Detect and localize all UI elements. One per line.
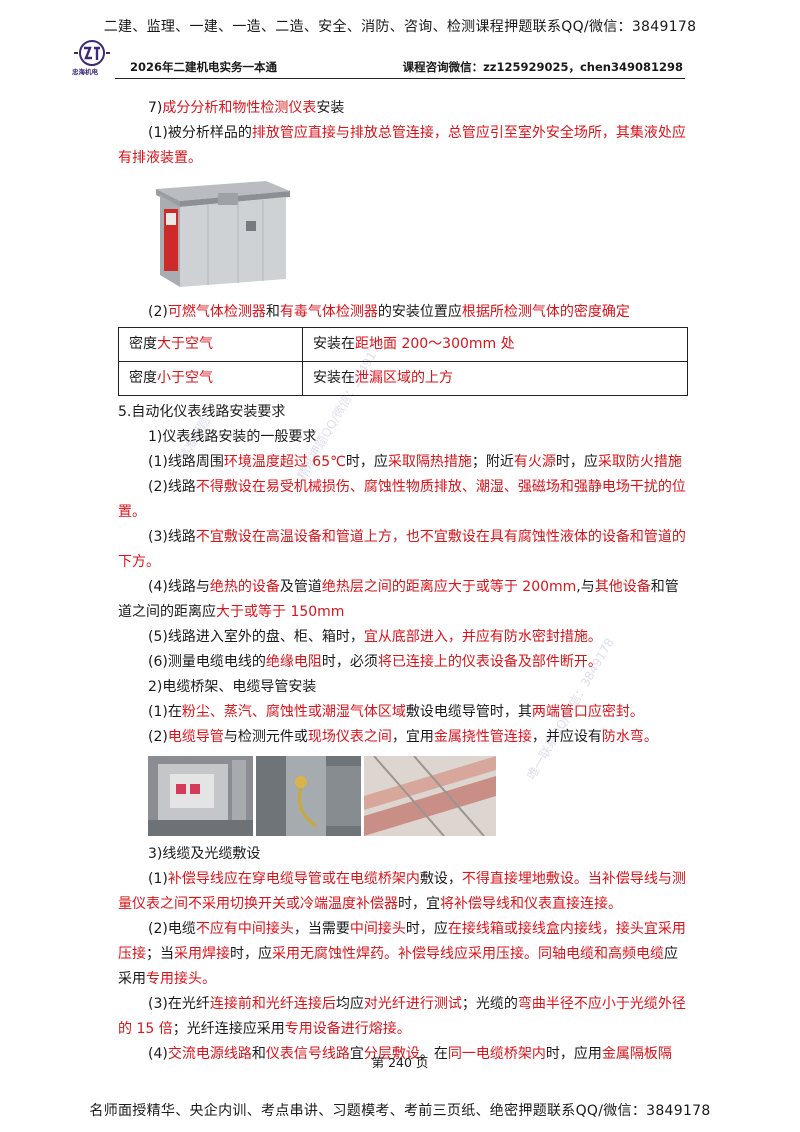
logo-text: 忠海机电 [72, 68, 98, 76]
table-row: 密度大于空气 安装在距地面 200～300mm 处 [118, 327, 688, 362]
table-row: 密度小于空气 安装在泄漏区域的上方 [118, 361, 688, 396]
conduit-photos [148, 756, 688, 836]
top-banner: 二建、监理、一建、一造、二造、安全、消防、咨询、检测课程押题联系QQ/微信：38… [103, 19, 697, 35]
paragraph: (3)在光纤连接前和光纤连接后均应对光纤进行测试；光缆的弯曲半径不应小于光缆外径… [118, 996, 686, 1037]
flexible-conduit-photo [256, 756, 361, 836]
cable-tray-photo [364, 756, 496, 836]
paragraph: (1)在粉尘、蒸汽、腐蚀性或潮湿气体区域敷设电缆导管时，其两端管口应密封。 [148, 704, 644, 720]
table-cell: 安装在泄漏区域的上方 [302, 361, 688, 396]
header-contact: 课程咨询微信：zz125929025，chen349081298 [402, 60, 683, 74]
paragraph: (4)交流电源线路和仪表信号线路宜分层敷设。在同一电缆桥架内时，应用金属隔板隔 [148, 1046, 672, 1062]
paragraph: (2)电缆导管与检测元件或现场仪表之间，宜用金属挠性管连接，并应设有防水弯。 [148, 729, 658, 745]
section-7-heading: 7)成分分析和物性检测仪表安装 [148, 100, 345, 116]
analyzer-house-image [148, 175, 688, 295]
paragraph: (1)线路周围环境温度超过 65℃时，应采取隔热措施；附近有火源时，应采取防火措… [148, 454, 682, 470]
section-5-heading: 5.自动化仪表线路安装要求 [118, 404, 286, 420]
paragraph: (2)线路不得敷设在易受机械损伤、腐蚀性物质排放、潮湿、强磁场和强静电场干扰的位… [118, 479, 686, 520]
paragraph: (4)线路与绝热的设备及管道绝热层之间的距离应大于或等于 200mm,与其他设备… [118, 579, 679, 620]
subsection-heading: 1)仪表线路安装的一般要求 [148, 429, 317, 445]
logo-emblem-icon [74, 40, 110, 66]
table-cell: 密度大于空气 [118, 327, 303, 362]
paragraph: (3)线路不宜敷设在高温设备和管道上方，也不宜敷设在具有腐蚀性液体的设备和管道的… [118, 529, 686, 570]
paragraph: (5)线路进入室外的盘、柜、箱时，宜从底部进入，并应有防水密封措施。 [148, 629, 602, 645]
table-cell: 密度小于空气 [118, 361, 303, 396]
paragraph: (1)补偿导线应在穿电缆导管或在电缆桥架内敷设，不得直接埋地敷设。当补偿导线与测… [118, 871, 686, 912]
paragraph: (1)被分析样品的排放管应直接与排放总管连接，总管应引至室外安全场所，其集液处应… [118, 125, 686, 166]
subsection-heading: 2)电缆桥架、电缆导管安装 [148, 679, 317, 695]
gas-detector-table: 密度大于空气 安装在距地面 200～300mm 处 密度小于空气 安装在泄漏区域… [118, 327, 688, 396]
header-title: 2026年二建机电实务一本通 [130, 60, 278, 74]
table-cell: 安装在距地面 200～300mm 处 [302, 327, 688, 362]
paragraph: (2)电缆不应有中间接头，当需要中间接头时，应在接线箱或接线盒内接线，接头宜采用… [118, 921, 686, 987]
page-content: 7)成分分析和物性检测仪表安装 (1)被分析样品的排放管应直接与排放总管连接，总… [118, 96, 688, 1067]
junction-box-photo [148, 756, 253, 836]
page-number: 第 240 页 [371, 1055, 429, 1070]
paragraph: (2)可燃气体检测器和有毒气体检测器的安装位置应根据所检测气体的密度确定 [148, 304, 630, 320]
logo: 忠海机电 [70, 40, 120, 76]
header-divider [115, 78, 685, 79]
bottom-banner: 名师面授精华、央企内训、考点串讲、习题模考、考前三页纸、绝密押题联系QQ/微信：… [89, 1103, 711, 1119]
paragraph: (6)测量电缆电线的绝缘电阻时，必须将已连接上的仪表设备及部件断开。 [148, 654, 602, 670]
subsection-heading: 3)线缆及光缆敷设 [148, 846, 261, 862]
